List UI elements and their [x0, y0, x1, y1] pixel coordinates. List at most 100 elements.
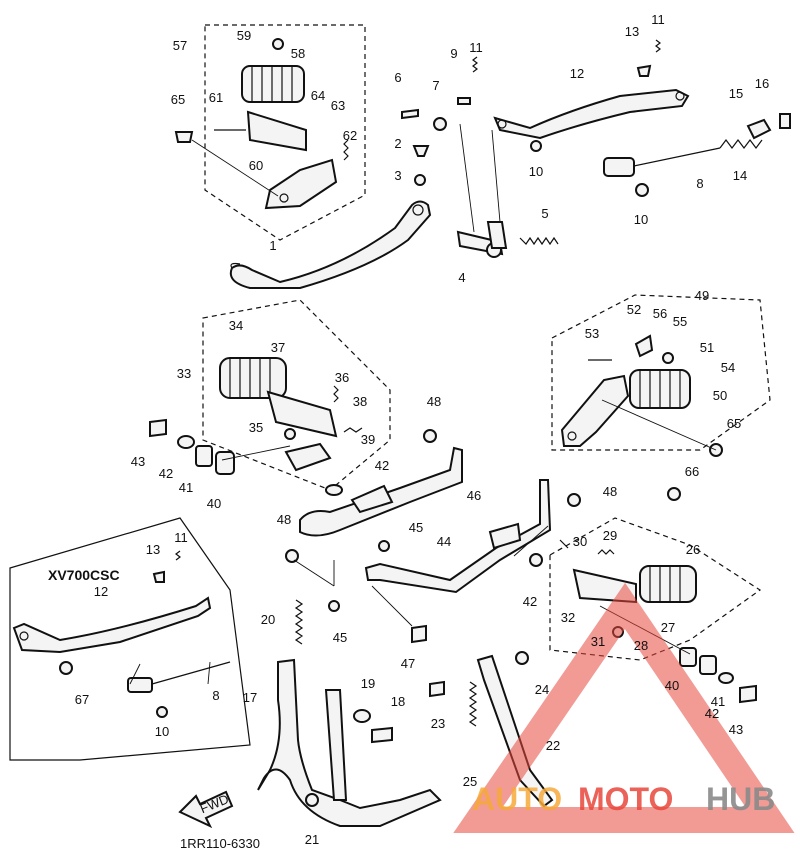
part-callout: 28	[634, 638, 648, 653]
part-callout: 39	[361, 432, 375, 447]
part-callout: 33	[177, 366, 191, 381]
brake-rod-8	[603, 118, 772, 177]
part-callout: 53	[585, 326, 599, 341]
automotohub-watermark: AUTO MOTO HUB	[453, 582, 795, 833]
part-callout: 45	[409, 520, 423, 535]
part-callout: 8	[696, 176, 703, 191]
part-callout: 65	[171, 92, 185, 107]
part-callout: 12	[570, 66, 584, 81]
part-callout: 10	[634, 212, 648, 227]
part-callout: 22	[546, 738, 560, 753]
watermark-moto: MOTO	[578, 781, 673, 817]
part-callout: 65	[727, 416, 741, 431]
part-callout: 66	[685, 464, 699, 479]
part-callout: 44	[437, 534, 451, 549]
part-callout: 40	[665, 678, 679, 693]
part-callout: 21	[305, 832, 319, 847]
part-callout: 3	[394, 168, 401, 183]
group-box-33	[202, 299, 391, 491]
part-callout: 13	[146, 542, 160, 557]
part-callout: 42	[159, 466, 173, 481]
part-callout: 14	[733, 168, 747, 183]
part-callout: 67	[75, 692, 89, 707]
part-callout: 11	[651, 12, 665, 27]
part-callout: 40	[207, 496, 221, 511]
part-callout: 23	[431, 716, 445, 731]
brake-pedal-arm	[229, 200, 432, 289]
group-box-26	[549, 517, 762, 661]
part-callout: 36	[335, 370, 349, 385]
part-callout: 61	[209, 90, 223, 105]
part-callout: 10	[155, 724, 169, 739]
footrest-assy-33	[219, 357, 363, 472]
part-callout: 48	[427, 394, 441, 409]
variant-parts	[12, 550, 231, 718]
spacer-stack-left	[149, 418, 437, 496]
part-callout: 32	[561, 610, 575, 625]
group-box-57	[204, 24, 366, 241]
part-callout: 46	[467, 488, 481, 503]
part-callout: 16	[755, 76, 769, 91]
part-callout: 55	[673, 314, 687, 329]
part-callout: 29	[603, 528, 617, 543]
part-callout: 20	[261, 612, 275, 627]
part-callout: 51	[700, 340, 714, 355]
front-arrow: FWD	[178, 790, 234, 829]
part-callout: 47	[401, 656, 415, 671]
part-callout: 1	[269, 238, 276, 253]
part-callout: 27	[661, 620, 675, 635]
part-callout: 9	[450, 46, 457, 61]
footrest-assy-49	[560, 334, 723, 507]
part-callout: 15	[729, 86, 743, 101]
part-callout: 48	[603, 484, 617, 499]
part-callout: 2	[394, 136, 401, 151]
footrest-assy-57	[174, 38, 349, 210]
part-callout: 42	[523, 594, 537, 609]
part-callout: 13	[625, 24, 639, 39]
upper-hardware	[401, 39, 791, 197]
part-callout: 43	[131, 454, 145, 469]
side-stand-22	[468, 651, 554, 808]
part-callout: 17	[243, 690, 257, 705]
pedal-shaft	[456, 221, 508, 258]
part-callout: 58	[291, 46, 305, 61]
part-callout: 41	[179, 480, 193, 495]
part-callout: 35	[249, 420, 263, 435]
part-callout: 11	[174, 530, 188, 545]
part-callout: 10	[529, 164, 543, 179]
stand-17	[257, 599, 445, 827]
variant-title: XV700CSC	[48, 567, 120, 583]
part-callout: 57	[173, 38, 187, 53]
part-callout: 56	[653, 306, 667, 321]
return-spring-5	[519, 236, 559, 246]
part-callout: 60	[249, 158, 263, 173]
part-callout: 30	[573, 534, 587, 549]
part-callout: 38	[353, 394, 367, 409]
part-callout: 41	[711, 694, 725, 709]
watermark-auto: AUTO	[472, 781, 562, 817]
part-callout: 26	[686, 542, 700, 557]
part-callout: 48	[277, 512, 291, 527]
part-callout: 11	[469, 40, 483, 55]
part-callout: 18	[391, 694, 405, 709]
footer-code: 1RR110-6330	[180, 836, 260, 851]
brake-rod-12	[493, 88, 690, 140]
part-callout: 54	[721, 360, 735, 375]
part-callout: 4	[458, 270, 465, 285]
bracket-44	[364, 479, 552, 594]
group-box-49	[551, 294, 771, 451]
part-callout: 50	[713, 388, 727, 403]
part-callout: 24	[535, 682, 549, 697]
part-callout: 63	[331, 98, 345, 113]
part-callout: 5	[541, 206, 548, 221]
part-callout: 7	[432, 78, 439, 93]
part-callout: 45	[333, 630, 347, 645]
part-callout: 43	[729, 722, 743, 737]
part-callout: 52	[627, 302, 641, 317]
part-callout: 59	[237, 28, 251, 43]
part-callout: 19	[361, 676, 375, 691]
part-callout: 6	[394, 70, 401, 85]
watermark-hub: HUB	[706, 781, 775, 817]
